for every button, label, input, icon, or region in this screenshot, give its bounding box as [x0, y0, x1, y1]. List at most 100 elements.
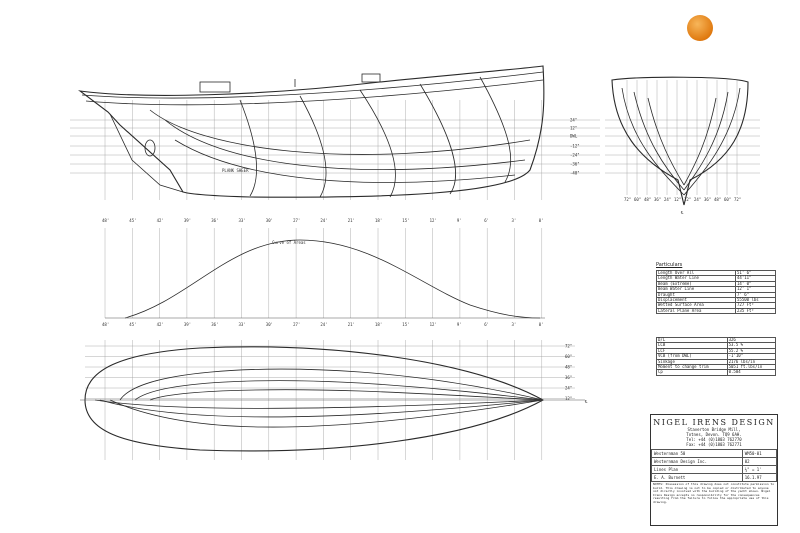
- waterline-label: -12": [570, 144, 580, 149]
- buttock-label: 60": [724, 197, 731, 202]
- station-label: 9': [457, 322, 462, 327]
- hull-profile-outline: [77, 65, 545, 198]
- address-line: Tel: +44 (0)1803 762770: [686, 437, 742, 442]
- station-label: 33': [239, 218, 246, 223]
- station-label: 27': [293, 322, 300, 327]
- station-label: 12': [430, 322, 437, 327]
- drawing-notes: NOTES: Possession of this drawing does n…: [653, 482, 775, 504]
- table-cell: 16.1.97: [741, 473, 778, 482]
- body-plan-view: ℄: [605, 76, 760, 215]
- station-label: 45': [129, 218, 136, 223]
- station-label: 12': [430, 218, 437, 223]
- table-cell: Westernman Design Inc.: [651, 457, 743, 466]
- waterline-plan-curve: [149, 389, 544, 401]
- section-curve: [479, 76, 512, 183]
- plan-offset-label: 36": [565, 375, 572, 380]
- station-label: 36': [211, 218, 218, 223]
- curve-of-areas-label: Curve of Areas: [272, 240, 306, 245]
- station-label: 39': [184, 218, 191, 223]
- station-label: 45': [129, 322, 136, 327]
- section-curve: [683, 91, 729, 191]
- table-cell: 5051 ft.lbs/in: [726, 363, 777, 371]
- table-cell: Lines Plan: [651, 465, 743, 474]
- plank-sheer-label: PLANK SHEER: [222, 168, 249, 173]
- buttock-line: [149, 109, 531, 155]
- station-label: 24': [320, 218, 327, 223]
- station-label: 36': [211, 322, 218, 327]
- hatch: [361, 73, 381, 83]
- station-label: 15': [402, 218, 409, 223]
- station-label: 0': [539, 322, 544, 327]
- station-label: 30': [266, 218, 273, 223]
- sheer-line-lower: [85, 79, 544, 106]
- buttock-label: 24": [694, 197, 701, 202]
- waterline-label: 24": [570, 118, 577, 123]
- waterline-plan-curve: [119, 368, 544, 401]
- profile-view: PLANK SHEER: [70, 65, 600, 200]
- sheer-line-upper: [81, 71, 544, 99]
- centreline-symbol-plan: ℄: [584, 399, 588, 404]
- address-line: Fax: +44 (0)1803 762771: [686, 442, 742, 447]
- waterline-grid: [70, 100, 600, 200]
- table-cell: 02: [741, 457, 778, 466]
- section-curve: [621, 87, 685, 196]
- buttock-label: 60": [634, 197, 641, 202]
- buttock-line: [164, 119, 526, 170]
- station-label: 18': [375, 218, 382, 223]
- plan-offset-label: 60": [565, 354, 572, 359]
- deckhouse: [199, 81, 231, 93]
- station-label: 9': [457, 218, 462, 223]
- station-label: 39': [184, 322, 191, 327]
- buttock-plan-curve: [94, 399, 544, 409]
- station-label: 30': [266, 322, 273, 327]
- table-cell: E. A. Burnett: [651, 473, 743, 482]
- buttock-label: 48": [644, 197, 651, 202]
- curve-of-areas-grid: [104, 228, 542, 318]
- buttock-plan-curve: [99, 399, 544, 418]
- buttock-label: 36": [654, 197, 661, 202]
- station-label: 21': [348, 218, 355, 223]
- section-curve: [419, 83, 456, 195]
- table-cell: WM50-01: [741, 449, 778, 458]
- propeller-aperture: [144, 139, 156, 157]
- station-label: 27': [293, 218, 300, 223]
- particulars-title: Particulars: [656, 262, 683, 268]
- plan-view: ℄: [80, 340, 588, 460]
- station-label: 3': [512, 322, 517, 327]
- centreline-symbol: ℄: [680, 210, 684, 215]
- buttock-label: 36": [704, 197, 711, 202]
- table-cell: Cp: [656, 369, 728, 376]
- section-curve: [683, 87, 741, 196]
- buttock-label: 72": [734, 197, 741, 202]
- buttock-label: 12": [674, 197, 681, 202]
- grid-labels: 24"12"DWL-12"-24"-36"-48"48'48'45'45'42'…: [102, 118, 741, 402]
- station-label: 0': [539, 218, 544, 223]
- section-curve: [683, 97, 717, 186]
- station-label: 21': [348, 322, 355, 327]
- waterline-label: 12": [570, 126, 577, 131]
- station-label: 24': [320, 322, 327, 327]
- title-block: NIGEL IRENS DESIGN Staverton Bridge Mill…: [650, 414, 778, 526]
- station-label: 6': [484, 322, 489, 327]
- curve-of-areas: Curve of Areas: [104, 228, 545, 319]
- sectional-area-curve: [124, 239, 541, 319]
- section-curve: [633, 91, 685, 191]
- table-cell: ¼" = 1': [741, 465, 778, 474]
- brand-logo: [687, 15, 713, 41]
- section-curve: [299, 95, 327, 198]
- section-curve: [359, 89, 396, 198]
- waterline-label: -48": [570, 171, 580, 176]
- waterline-label: -24": [570, 153, 580, 158]
- station-label: 42': [157, 322, 164, 327]
- station-label: 3': [512, 218, 517, 223]
- station-label: 18': [375, 322, 382, 327]
